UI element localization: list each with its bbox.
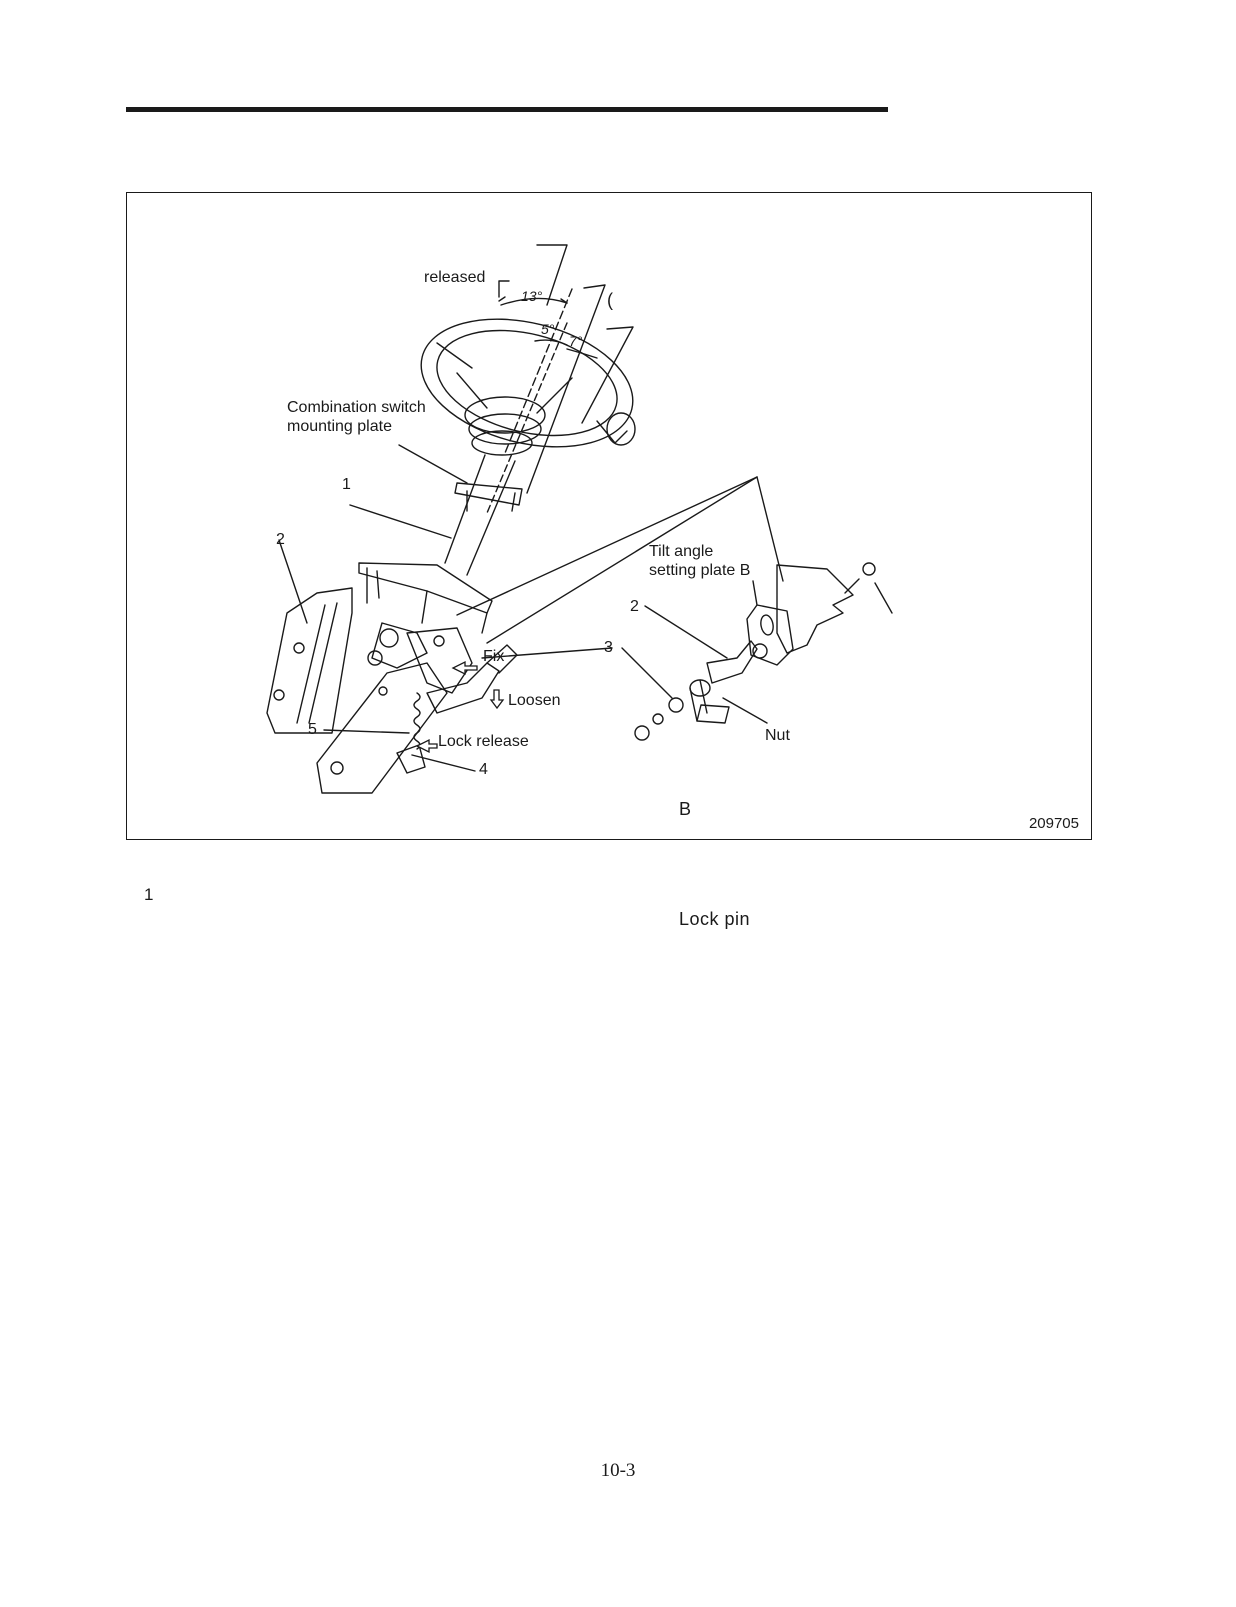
label-angle-13: 13°	[521, 288, 543, 304]
label-combination-switch-line2: mounting plate	[287, 418, 392, 435]
figure-frame: released 13° 5° 7° ( Combination switch …	[126, 192, 1092, 840]
label-combination-switch-line1: Combination switch	[287, 399, 426, 416]
label-fix: Fix	[483, 648, 505, 665]
lock-pin-label: Lock pin	[679, 909, 751, 929]
header-rule	[126, 107, 888, 112]
label-tilt-plate-line1: Tilt angle	[649, 543, 714, 560]
callout-4: 4	[479, 761, 488, 778]
label-angle-5: 5°	[541, 321, 555, 337]
callout-5: 5	[308, 721, 317, 738]
steering-column-illustration	[266, 244, 893, 794]
label-angle-7: 7°	[569, 333, 583, 349]
figure-id: 209705	[1028, 815, 1079, 832]
label-paren: (	[607, 290, 613, 310]
view-label-b: B	[679, 799, 692, 819]
label-nut: Nut	[765, 727, 790, 744]
label-loosen: Loosen	[508, 692, 561, 709]
callout-3: 3	[604, 639, 613, 656]
callout-2-left: 2	[276, 531, 285, 548]
label-lock-release: Lock release	[438, 733, 529, 750]
label-tilt-plate-line2: setting plate B	[649, 562, 751, 579]
callout-2-right: 2	[630, 598, 639, 615]
step-number: 1	[144, 885, 154, 904]
page-number: 10-3	[600, 1460, 636, 1481]
callout-1: 1	[342, 476, 351, 493]
label-released: released	[424, 269, 486, 286]
